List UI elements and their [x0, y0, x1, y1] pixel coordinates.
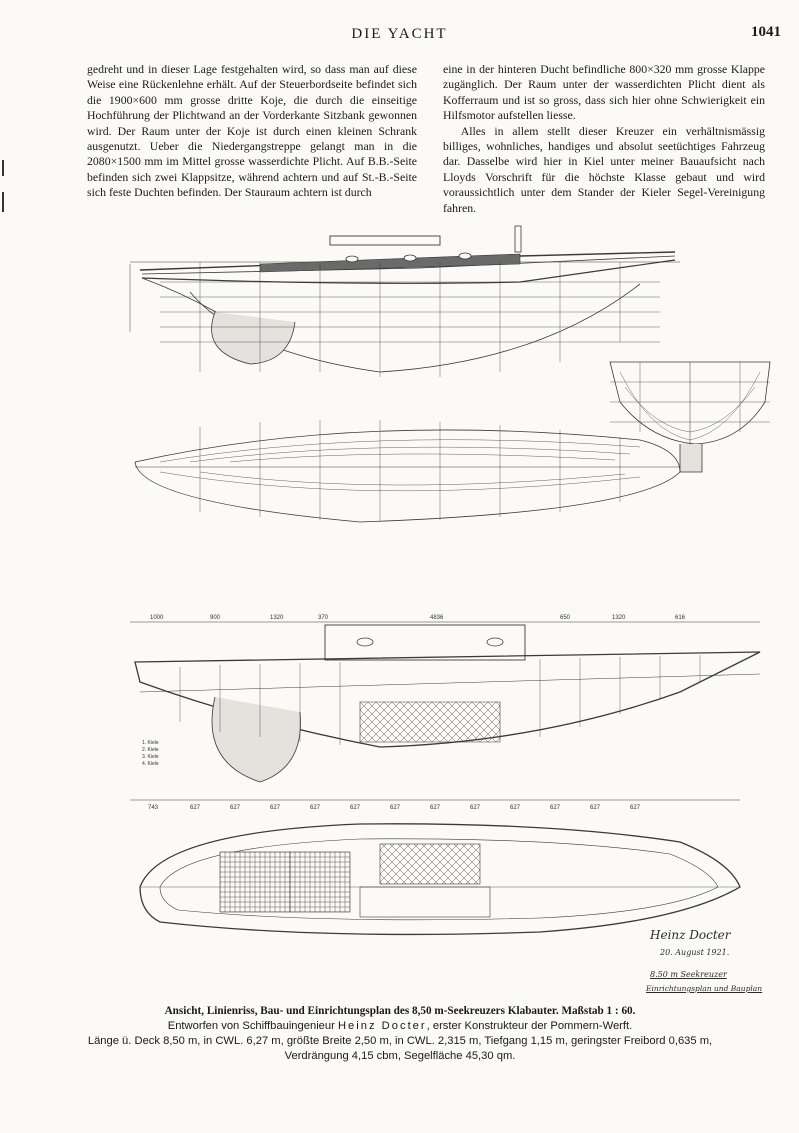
running-title: DIE YACHT	[351, 26, 448, 42]
dimension-label: 627	[590, 805, 601, 811]
dimension-label: 627	[510, 805, 521, 811]
dimension-label: 1000	[150, 615, 164, 621]
construction-section-view: 1000 900 1320 370 4836 650 1320 616	[130, 615, 761, 811]
signature-date: 20. August 1921.	[660, 948, 730, 957]
legend-item: 1. Kiele	[142, 740, 159, 746]
dimension-label: 627	[270, 805, 281, 811]
dimension-label: 1320	[270, 615, 284, 621]
dimension-label: 900	[210, 615, 221, 621]
deck-plan-view	[139, 823, 741, 936]
caption-title: Ansicht, Linienriss, Bau- und Einrichtun…	[164, 1005, 559, 1017]
caption-line-2: Entworfen von Schiffbauingenieur Heinz D…	[60, 1019, 740, 1034]
dimension-label: 627	[390, 805, 401, 811]
dimension-label: 627	[630, 805, 641, 811]
yacht-plans-drawing: 1000 900 1320 370 4836 650 1320 616	[129, 225, 771, 936]
left-column: gedreht und in dieser Lage festgehalten …	[87, 62, 417, 201]
dimension-label: 4836	[430, 615, 444, 621]
caption-designer-name: Heinz Docter	[337, 1020, 427, 1032]
dimension-label: 627	[230, 805, 241, 811]
caption-scale: Maßstab 1 : 60.	[561, 1005, 636, 1017]
signature-note: Einrichtungsplan und Bauplan	[646, 984, 763, 993]
right-column-paragraph-1: eine in der hinteren Ducht befindliche 8…	[443, 62, 765, 123]
caption-line-1: Ansicht, Linienriss, Bau- und Einrichtun…	[60, 1004, 740, 1019]
signature-note: 8.50 m Seekreuzer	[650, 970, 727, 979]
dimension-label: 650	[560, 615, 571, 621]
designer-signature: Heinz Docter 20. August 1921. 8.50 m See…	[640, 928, 790, 998]
body-columns: gedreht und in dieser Lage festgehalten …	[87, 62, 767, 215]
legend-item: 4. Kiele	[142, 761, 159, 767]
running-head: DIE YACHT 1041	[0, 24, 799, 46]
right-column-paragraph-2: Alles in allem stellt dieser Kreuzer ein…	[443, 123, 765, 215]
margin-mark	[2, 160, 4, 176]
signature-name: Heinz Docter	[650, 928, 731, 942]
legend-item: 3. Kiele	[142, 754, 159, 760]
legend-item: 2. Kiele	[142, 747, 159, 753]
dimension-label: 627	[470, 805, 481, 811]
body-plan-view	[609, 361, 771, 473]
dimension-label: 616	[675, 615, 686, 621]
lines-plan-view	[134, 420, 681, 523]
dimension-label: 627	[310, 805, 321, 811]
dimension-label: 743	[148, 805, 159, 811]
dimension-label: 370	[318, 615, 329, 621]
caption-line-3: Länge ü. Deck 8,50 m, in CWL. 6,27 m, gr…	[87, 1035, 713, 1047]
caption-designer-suffix: , erster Konstrukteur der Pommern-Werft.	[426, 1020, 633, 1032]
dimension-label: 1320	[612, 615, 626, 621]
dimension-label: 627	[430, 805, 441, 811]
caption-designer-prefix: Entworfen von Schiffbauingenieur	[167, 1020, 335, 1032]
margin-mark	[2, 192, 4, 212]
dimension-label: 627	[550, 805, 561, 811]
dimension-label: 627	[190, 805, 201, 811]
dimension-label: 627	[350, 805, 361, 811]
profile-view	[129, 225, 680, 377]
left-column-text: gedreht und in dieser Lage festgehalten …	[87, 62, 417, 200]
right-column: eine in der hinteren Ducht befindliche 8…	[443, 62, 765, 216]
caption-line-4: Verdrängung 4,15 cbm, Segelfläche 45,30 …	[284, 1050, 516, 1062]
figure-caption: Ansicht, Linienriss, Bau- und Einrichtun…	[60, 1004, 740, 1064]
page-number: 1041	[751, 24, 781, 40]
